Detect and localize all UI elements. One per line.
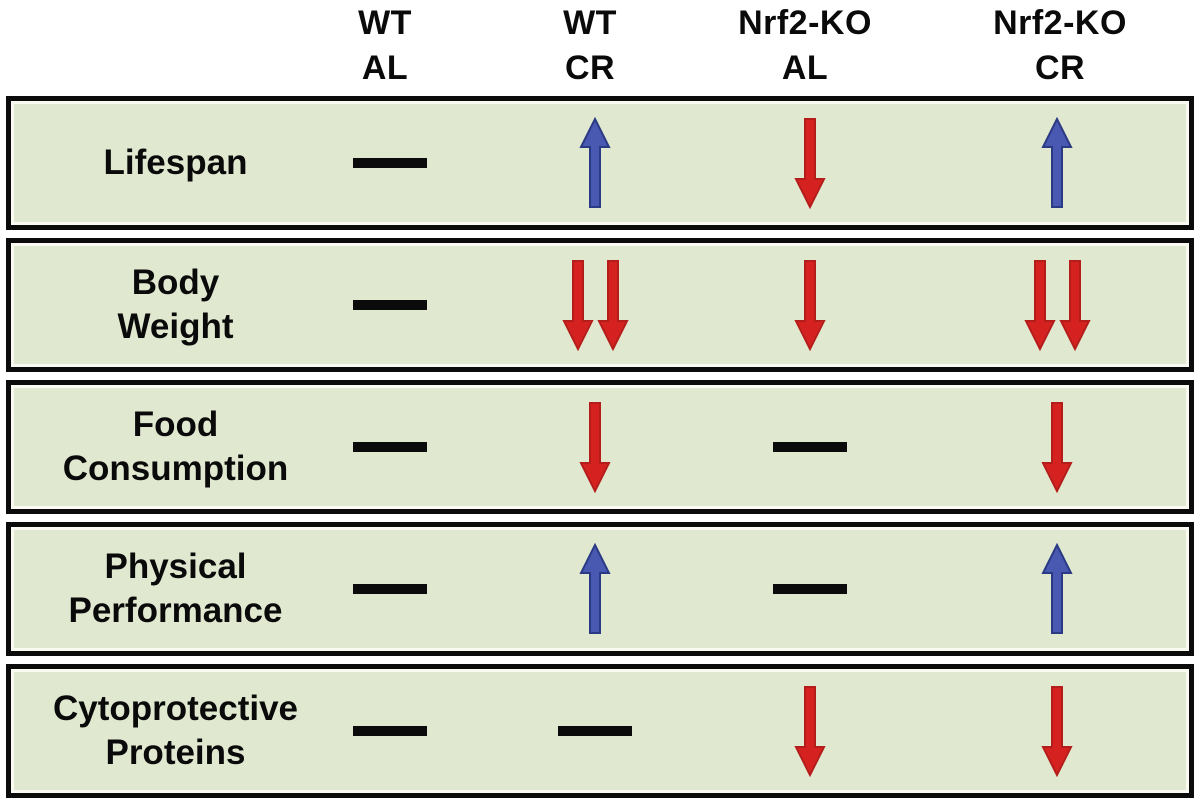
column-header-line: CR bbox=[564, 49, 616, 87]
double-down-arrow-icon bbox=[561, 259, 629, 351]
down-arrow-icon bbox=[579, 402, 611, 493]
up-arrow-icon bbox=[579, 543, 611, 634]
cell-wt-al bbox=[285, 243, 495, 367]
column-header-nrf2-ko-cr: Nrf2-KO CR bbox=[920, 0, 1200, 91]
table-row: Cytoprotective Proteins bbox=[6, 664, 1194, 798]
down-arrow-icon bbox=[1041, 402, 1073, 493]
no-change-dash-icon bbox=[353, 300, 427, 310]
cell-nrf2-ko-cr bbox=[925, 527, 1189, 651]
no-change-dash-icon bbox=[773, 584, 847, 594]
column-header-line: AL bbox=[781, 49, 829, 87]
no-change-dash-icon bbox=[353, 442, 427, 452]
cell-wt-cr bbox=[495, 243, 695, 367]
row-label: Cytoprotective Proteins bbox=[11, 669, 298, 793]
cell-nrf2-ko-al bbox=[695, 527, 925, 651]
row-label-line1: Body bbox=[131, 263, 220, 302]
table-row: Food Consumption bbox=[6, 380, 1194, 514]
table-row: Body Weight bbox=[6, 238, 1194, 372]
row-label-line2: Proteins bbox=[105, 733, 246, 772]
no-change-dash-icon bbox=[353, 726, 427, 736]
column-header-wt-al: WT AL bbox=[280, 0, 490, 91]
row-label: Lifespan bbox=[11, 101, 285, 225]
row-label: Physical Performance bbox=[11, 527, 285, 651]
no-change-dash-icon bbox=[773, 442, 847, 452]
cell-wt-al bbox=[285, 385, 495, 509]
cell-wt-cr bbox=[495, 669, 695, 793]
row-label-line1: Lifespan bbox=[103, 143, 248, 182]
rows-container: Lifespan Body Weight Food Consumption Ph… bbox=[0, 96, 1200, 798]
down-arrow-icon bbox=[596, 260, 629, 351]
row-label: Body Weight bbox=[11, 243, 285, 367]
column-header-wt-cr: WT CR bbox=[490, 0, 690, 91]
up-arrow-icon bbox=[1041, 117, 1073, 208]
down-arrow-icon bbox=[794, 686, 826, 777]
column-header-line: Nrf2-KO bbox=[993, 4, 1127, 42]
no-change-dash-icon bbox=[353, 584, 427, 594]
cell-nrf2-ko-al bbox=[695, 101, 925, 225]
no-change-dash-icon bbox=[353, 158, 427, 168]
column-header-line: CR bbox=[1034, 49, 1086, 87]
cell-wt-cr bbox=[495, 101, 695, 225]
column-header-line: AL bbox=[361, 49, 409, 87]
column-header-line: Nrf2-KO bbox=[738, 4, 872, 42]
column-header-line: WT bbox=[563, 4, 617, 42]
column-header-nrf2-ko-al: Nrf2-KO AL bbox=[690, 0, 920, 91]
row-label-line2: Performance bbox=[68, 591, 283, 630]
cell-wt-al bbox=[285, 527, 495, 651]
cell-wt-cr bbox=[495, 385, 695, 509]
down-arrow-icon bbox=[1058, 260, 1091, 351]
row-label-line2: Consumption bbox=[62, 449, 289, 488]
column-header-line: WT bbox=[358, 4, 412, 42]
down-arrow-icon bbox=[1041, 686, 1073, 777]
row-label-line2: Weight bbox=[117, 307, 234, 346]
cell-nrf2-ko-al bbox=[695, 385, 925, 509]
down-arrow-icon bbox=[1023, 260, 1056, 351]
cell-nrf2-ko-cr bbox=[925, 669, 1189, 793]
up-arrow-icon bbox=[579, 117, 611, 208]
down-arrow-icon bbox=[794, 260, 826, 351]
cell-nrf2-ko-al bbox=[695, 243, 925, 367]
down-arrow-icon bbox=[794, 118, 826, 209]
double-down-arrow-icon bbox=[1023, 259, 1091, 351]
table-row: Lifespan bbox=[6, 96, 1194, 230]
row-label-line1: Cytoprotective bbox=[52, 689, 299, 728]
row-label-line1: Physical bbox=[104, 547, 247, 586]
cell-nrf2-ko-al bbox=[695, 669, 925, 793]
no-change-dash-icon bbox=[558, 726, 632, 736]
cell-nrf2-ko-cr bbox=[925, 385, 1189, 509]
table-row: Physical Performance bbox=[6, 522, 1194, 656]
down-arrow-icon bbox=[561, 260, 594, 351]
cell-wt-al bbox=[285, 669, 495, 793]
column-headers: WT AL WT CR Nrf2-KO AL Nrf2-KO CR bbox=[0, 0, 1200, 96]
cell-wt-al bbox=[285, 101, 495, 225]
row-label-line1: Food bbox=[132, 405, 219, 444]
cell-wt-cr bbox=[495, 527, 695, 651]
row-label: Food Consumption bbox=[11, 385, 289, 509]
cell-nrf2-ko-cr bbox=[925, 101, 1189, 225]
up-arrow-icon bbox=[1041, 543, 1073, 634]
cell-nrf2-ko-cr bbox=[925, 243, 1189, 367]
